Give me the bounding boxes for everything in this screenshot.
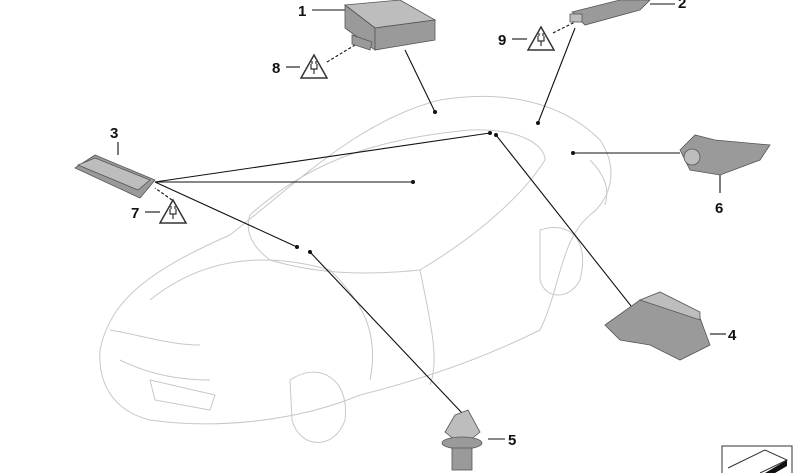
callout-6[interactable]: 6 <box>715 200 723 217</box>
callout-1[interactable]: 1 <box>298 3 306 20</box>
callout-4[interactable]: 4 <box>728 327 737 344</box>
part-bracket[interactable] <box>604 291 711 361</box>
callout-3[interactable]: 3 <box>110 125 118 142</box>
part-antenna-rear[interactable] <box>569 0 651 26</box>
part-holder[interactable] <box>679 134 771 176</box>
connector-warning-icon <box>158 198 188 224</box>
callout-5[interactable]: 5 <box>508 432 516 449</box>
part-clip[interactable] <box>441 409 483 471</box>
part-control-unit[interactable] <box>343 0 437 51</box>
part-antenna-front[interactable] <box>74 154 156 199</box>
connector-warning-icon <box>526 25 556 51</box>
callout-2[interactable]: 2 <box>678 0 686 12</box>
leader-lines <box>117 3 726 440</box>
catalog-symbol-icon[interactable] <box>721 445 793 473</box>
callout-9[interactable]: 9 <box>498 32 506 49</box>
car-outline <box>99 95 612 443</box>
connector-warning-icon <box>299 53 329 79</box>
callout-7[interactable]: 7 <box>131 205 139 222</box>
callout-8[interactable]: 8 <box>272 60 280 77</box>
